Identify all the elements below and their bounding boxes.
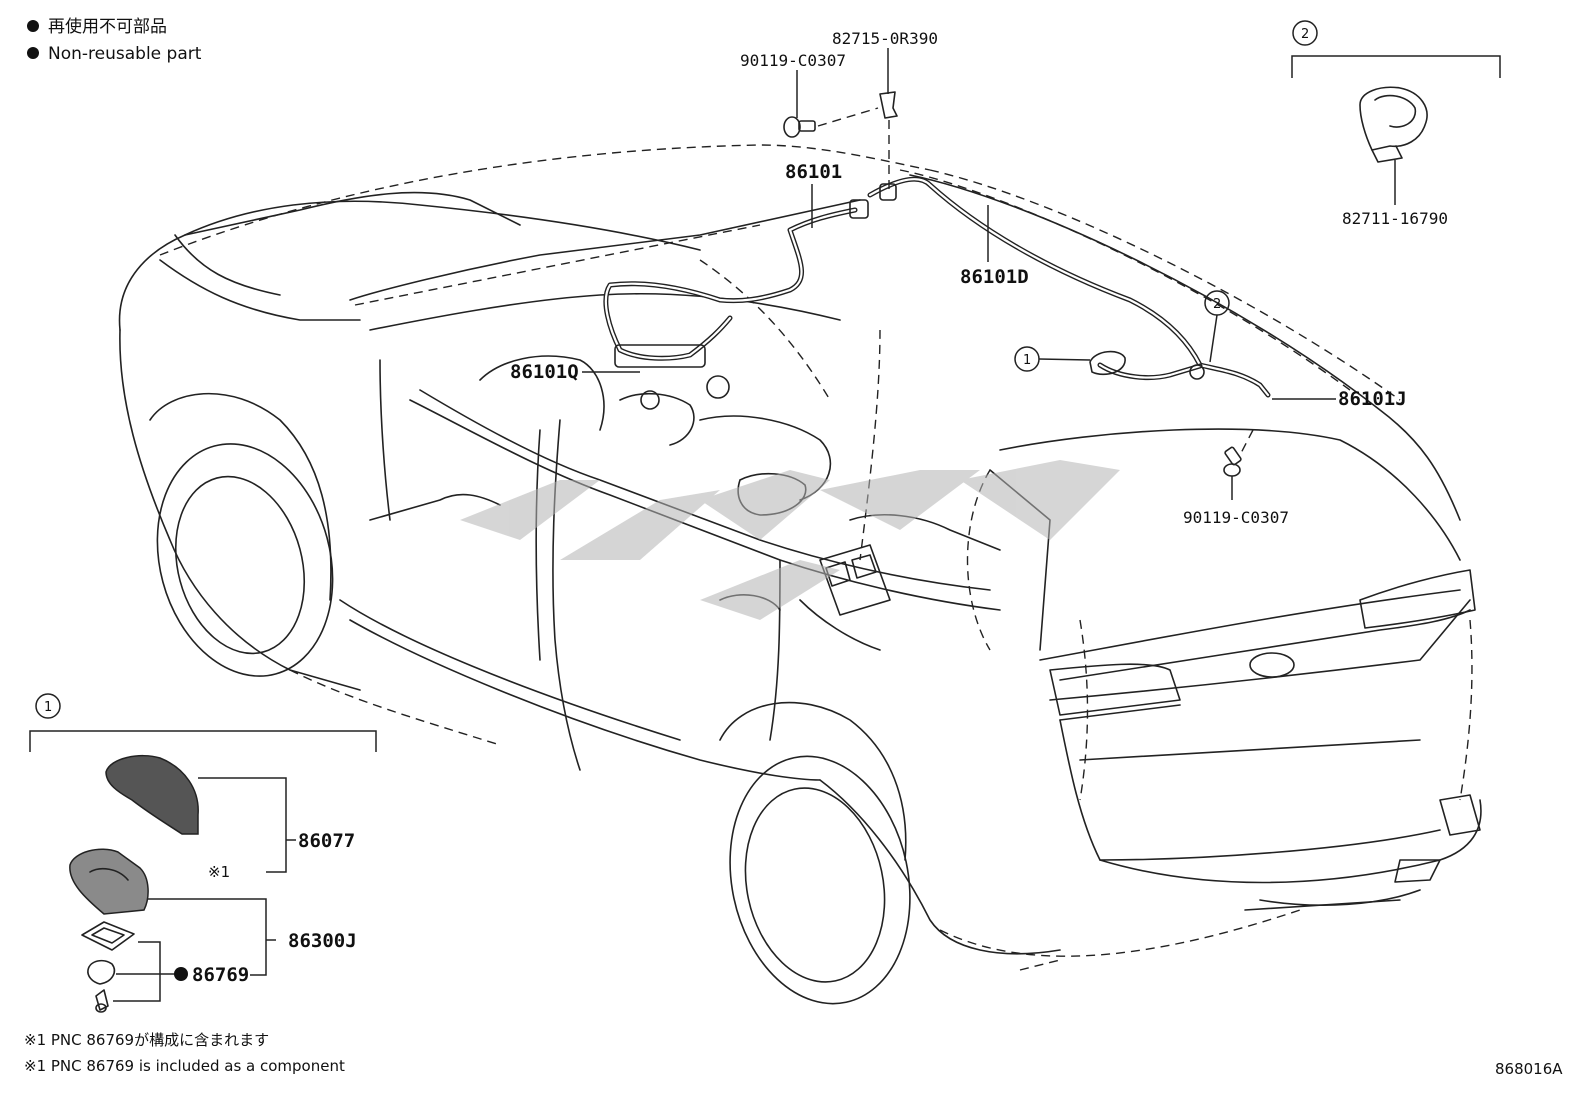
detail-1-number: 1 [44,700,52,715]
bolt-icon [783,116,816,138]
part-86300J: 86300J [288,930,357,952]
bolt-icon [1223,446,1242,477]
vehicle-outline [118,144,1482,1005]
antenna-base-icon [69,848,149,915]
part-82711-16790: 82711-16790 [1342,209,1448,228]
legend: 再使用不可部品 Non-reusable part [27,16,202,64]
detail-1: 1 86077 ※1 86300J [29,693,377,1013]
watermark [460,460,1120,620]
part-86101Q: 86101Q [510,361,579,383]
non-reusable-bullet-icon [27,20,39,32]
diagram-code: 868016A [1495,1060,1563,1078]
footnote-en: ※1 PNC 86769 is included as a component [24,1057,345,1075]
part-86769: 86769 [192,964,249,986]
legend-ja: 再使用不可部品 [48,16,167,37]
detail-2: 2 82711-16790 [1291,20,1501,228]
rear-bolt-group: 90119-C0307 [1183,429,1289,527]
part-86101: 86101 [785,161,842,183]
part-86101J: 86101J [1338,388,1407,410]
part-86077: 86077 [298,830,355,852]
nut-icon [87,959,116,985]
part-90119-C0307-right: 90119-C0307 [1183,508,1289,527]
antenna-wire-harness [603,176,1271,410]
shark-fin-antenna-icon [105,754,199,835]
non-reusable-bullet-icon [174,967,188,981]
part-90119-C0307-top: 90119-C0307 [740,51,846,70]
part-86101D: 86101D [960,266,1029,288]
gasket-icon [81,921,135,951]
legend-en: Non-reusable part [48,44,202,64]
detail-2-number: 2 [1301,27,1309,42]
clamp-icon [1359,86,1428,163]
footnote-ja: ※1 PNC 86769が構成に含まれます [24,1031,269,1049]
callout-1-number: 1 [1023,353,1031,368]
screw-icon [95,989,109,1013]
callout-2-wire: 2 [1204,290,1230,363]
roof-clamp-group: 82715-0R390 90119-C0307 86101 [740,29,938,228]
callout-1-roof: 1 [1014,346,1126,376]
note-mark-1: ※1 [208,863,230,881]
non-reusable-bullet-icon [27,47,39,59]
callout-2-number: 2 [1213,297,1221,312]
part-82715-0R390: 82715-0R390 [832,29,938,48]
